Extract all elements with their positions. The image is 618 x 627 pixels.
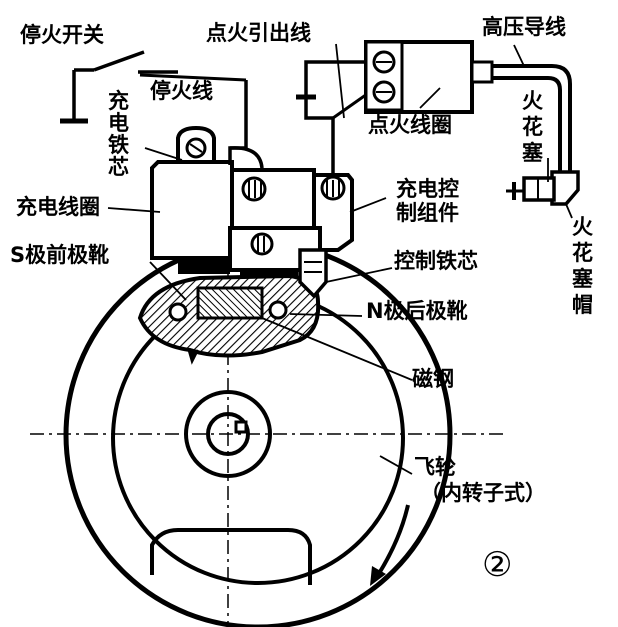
label-charging-control-2: 制组件: [396, 201, 459, 225]
ignition-coil: [364, 40, 572, 172]
rotation-arrowhead: [370, 566, 386, 586]
label-charging-control-1: 充电控: [396, 177, 459, 201]
keyway: [234, 420, 248, 434]
label-charging-core: 充 电 铁 芯: [108, 89, 136, 179]
stator-assembly: [150, 125, 354, 299]
spark-plug-cap: [550, 170, 580, 206]
core-foot-center: [240, 268, 298, 278]
stop-switch-blade: [93, 50, 145, 72]
label-magnet-steel: 磁钢: [412, 367, 454, 391]
label-charging-coil: 充电线圈: [16, 195, 100, 219]
label-s-pole-shoe: S极前极靴: [10, 243, 109, 267]
wiring: [60, 43, 371, 176]
high-voltage-wire: [492, 64, 572, 172]
label-high-voltage-wire: 高压导线: [482, 15, 566, 39]
label-stop-switch: 停火开关: [20, 23, 104, 47]
core-foot-left: [178, 258, 230, 274]
spark-plug-assembly: [506, 158, 580, 219]
leader-lines: [107, 147, 413, 475]
figure-number: ②: [482, 545, 512, 585]
label-flywheel-1: 飞轮: [414, 455, 456, 479]
label-spark-plug-cap: 火 花 塞 帽: [572, 215, 600, 317]
label-charging-core-1: 充: [108, 89, 129, 113]
flywheel-window: [150, 528, 312, 585]
label-ignition-lead: 点火引出线: [206, 21, 311, 45]
rotor-magnet-assembly: [137, 273, 321, 365]
rotation-arrow: [376, 504, 410, 577]
charging-coil-box: [150, 160, 234, 260]
base-screw: [250, 232, 274, 256]
stop-wire: [139, 73, 247, 82]
label-stop-wire: 停火线: [150, 79, 213, 103]
n-pole-rivet: [268, 300, 288, 320]
magnet-steel-block: [196, 286, 264, 320]
labels: 停火开关 点火引出线 高压导线 停火线 充 电 铁 芯 火 花 塞 点火线圈 充…: [10, 15, 600, 585]
label-control-core: 控制铁芯: [394, 249, 478, 273]
s-pole-rivet: [168, 302, 188, 322]
label-spark-plug: 火 花 塞: [522, 89, 550, 165]
label-ignition-coil: 点火线圈: [368, 113, 452, 137]
label-charging-core-4: 芯: [108, 155, 129, 179]
label-charging-core-3: 铁: [108, 133, 129, 157]
pole-shoe-tail: [187, 347, 199, 365]
ignition-lead-wire: [304, 60, 370, 176]
label-charging-core-2: 电: [108, 111, 129, 135]
label-n-pole-shoe: N极后极靴: [366, 299, 468, 323]
label-flywheel-2: （内转子式）: [420, 481, 546, 505]
